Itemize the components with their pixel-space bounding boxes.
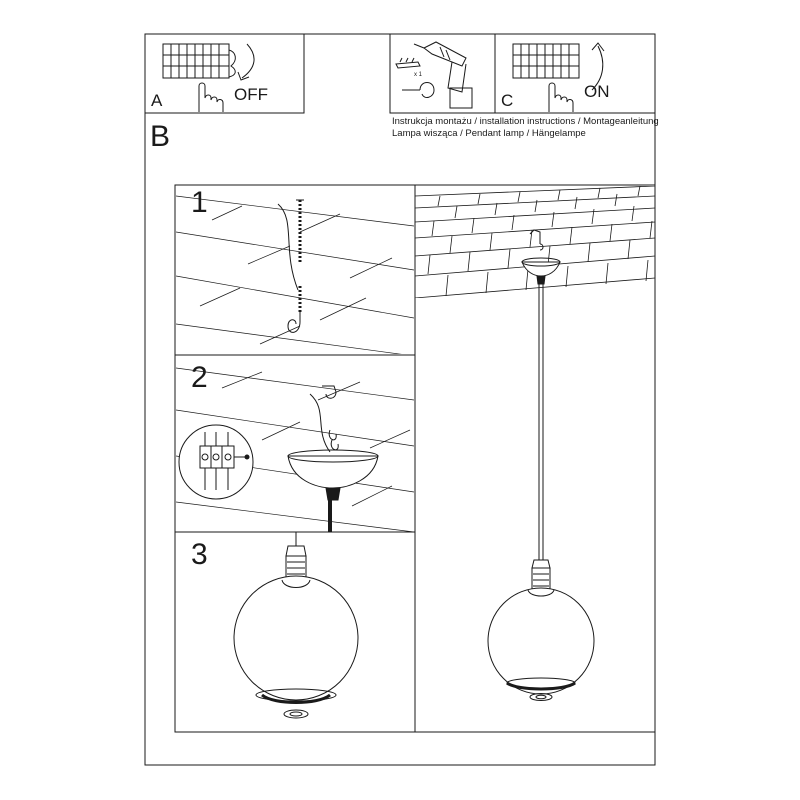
hand-icon bbox=[198, 82, 224, 112]
terminal-detail-icon bbox=[199, 432, 250, 490]
header-title-line2: Lampa wisząca / Pendant lamp / Hängelamp… bbox=[392, 128, 586, 139]
hook-icon bbox=[402, 82, 435, 98]
plug-quantity: x 1 bbox=[414, 72, 423, 78]
step1-hook-and-plug bbox=[277, 199, 304, 333]
on-label: ON bbox=[584, 82, 610, 101]
off-label: OFF bbox=[234, 85, 268, 104]
box-a-letter: A bbox=[151, 91, 163, 110]
section-b-letter: B bbox=[150, 120, 171, 153]
step-2-number: 2 bbox=[191, 361, 208, 394]
box-c-frame bbox=[494, 33, 656, 114]
step2-canopy bbox=[178, 385, 379, 532]
header-title-line1: Instrukcja montażu / installation instru… bbox=[392, 116, 659, 127]
step2-ceiling bbox=[176, 367, 414, 532]
box-a-frame bbox=[144, 33, 305, 114]
right-assembled-lamp bbox=[487, 229, 595, 701]
step1-ceiling bbox=[176, 195, 414, 354]
hand-icon-c bbox=[548, 82, 574, 112]
arrow-down-icon bbox=[237, 43, 255, 81]
drill-icon bbox=[413, 41, 473, 109]
wall-plug-icon bbox=[395, 57, 421, 69]
terminal-block-off-icon bbox=[162, 43, 236, 79]
terminal-block-on-icon bbox=[512, 43, 580, 79]
arrow-up-icon bbox=[591, 42, 605, 91]
globe-shade bbox=[233, 575, 359, 701]
step-1-number: 1 bbox=[191, 186, 208, 219]
step-3-number: 3 bbox=[191, 538, 208, 571]
box-c-letter: C bbox=[501, 91, 514, 110]
step3-lamp bbox=[233, 532, 359, 719]
step1-panel bbox=[174, 184, 416, 356]
right-ceiling bbox=[415, 186, 655, 298]
